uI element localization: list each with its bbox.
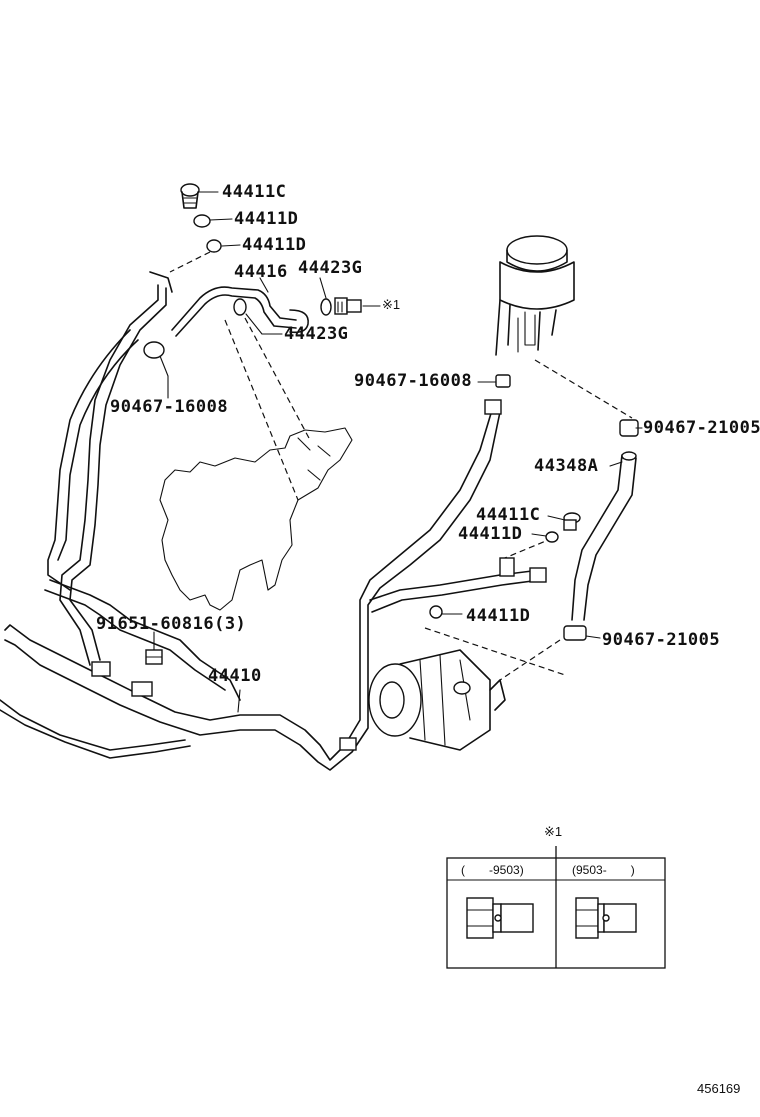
label-44411C-mid: 44411C xyxy=(476,505,541,525)
clip-90467-21005-upper xyxy=(619,419,639,437)
label-44416: 44416 xyxy=(234,262,288,282)
washer-44411D-mid xyxy=(545,531,559,543)
pressure-line-44410 xyxy=(0,399,547,771)
union-bolt-ref1 xyxy=(334,297,362,315)
dashed-leader-3 xyxy=(244,317,311,441)
inset-col-left: ( -9503) xyxy=(461,863,524,877)
power-steering-pump xyxy=(368,649,506,751)
label-ref1: ※1 xyxy=(382,297,401,312)
inset-col-right: (9503- ) xyxy=(572,863,635,877)
label-90467-21005-right: 90467-21005 xyxy=(643,418,760,438)
label-91651: 91651-60816(3) xyxy=(96,614,247,634)
inset-bolt-new xyxy=(575,897,637,939)
return-hose-44348A xyxy=(571,451,637,621)
clip-90467-21005-lower xyxy=(563,625,587,641)
washer-44423G-top xyxy=(320,298,332,316)
washer-44411D-1 xyxy=(193,214,211,228)
hose-44416 xyxy=(171,286,309,337)
bolt-44411C-top xyxy=(180,183,200,209)
label-44411D-mid: 44411D xyxy=(458,524,523,544)
clip-90467-16008-mid xyxy=(495,374,511,388)
label-90467-21005-low: 90467-21005 xyxy=(602,630,721,650)
label-90467-16008-left: 90467-16008 xyxy=(110,397,229,417)
pressure-lines-left xyxy=(47,271,173,666)
inset-title: ※1 xyxy=(544,824,563,839)
dashed-leader-2 xyxy=(224,319,299,501)
nut-91651 xyxy=(145,649,163,665)
label-44423G-top: 44423G xyxy=(298,258,363,278)
engine-outline xyxy=(159,427,353,611)
washer-44411D-2 xyxy=(206,239,222,253)
dashed-leader-1 xyxy=(169,251,211,273)
washer-44411D-low xyxy=(429,605,443,619)
label-44411D-2: 44411D xyxy=(242,235,307,255)
inset-table xyxy=(446,846,666,969)
label-44348A: 44348A xyxy=(534,456,599,476)
label-44411D-1: 44411D xyxy=(234,209,299,229)
reservoir-tank xyxy=(495,235,575,356)
label-90467-16008-mid: 90467-16008 xyxy=(354,371,473,391)
label-44411C-top: 44411C xyxy=(222,182,287,202)
label-44411D-low: 44411D xyxy=(466,606,531,626)
label-44410: 44410 xyxy=(208,666,262,686)
dashed-leader-7 xyxy=(499,639,561,681)
label-44423G-mid: 44423G xyxy=(284,324,349,344)
dashed-leader-5 xyxy=(424,627,566,676)
dashed-leader-4 xyxy=(534,359,633,419)
figure-number: 456169 xyxy=(697,1081,741,1096)
bolt-44411C-mid xyxy=(563,512,581,531)
inset-bolt-old xyxy=(466,897,534,939)
leader-lines xyxy=(153,191,643,713)
